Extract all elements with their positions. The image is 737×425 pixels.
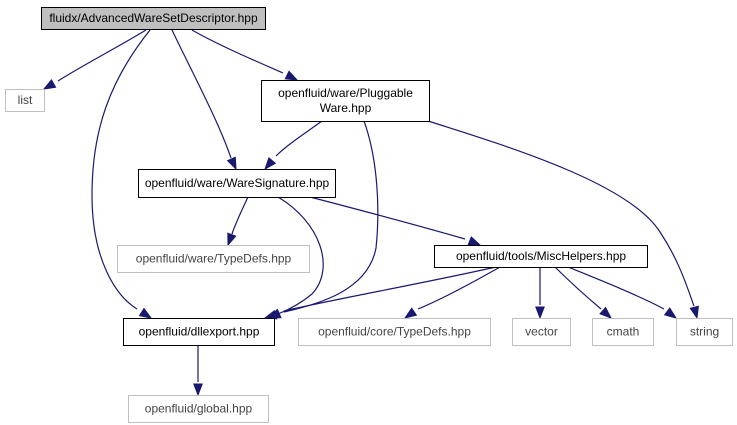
node-label: openfluid/ware/Pluggable	[278, 86, 413, 100]
node-label: openfluid/tools/MiscHelpers.hpp	[456, 249, 626, 263]
edge-advanced-to-pluggable	[191, 29, 299, 81]
arrowhead-icon	[227, 232, 237, 247]
edge-line	[171, 29, 232, 159]
edge-signature-to-waretypedefs	[227, 196, 249, 247]
arrowhead-icon	[193, 383, 203, 397]
node-waretypedefs: openfluid/ware/TypeDefs.hpp	[117, 245, 310, 273]
nodes-layer: fluidx/AdvancedWareSetDescriptor.hpp list…	[5, 7, 733, 423]
edge-line	[283, 120, 379, 313]
node-box	[128, 395, 269, 423]
node-advanced[interactable]: fluidx/AdvancedWareSetDescriptor.hpp	[41, 7, 266, 30]
node-box	[41, 7, 266, 30]
edge-signature-to-mischelpers	[309, 196, 482, 246]
node-cmath: cmath	[592, 318, 654, 346]
node-label: Ware.hpp	[320, 101, 372, 115]
node-label: string	[690, 325, 719, 339]
edge-mischelpers-to-cmath	[554, 266, 613, 319]
edge-line	[554, 266, 602, 310]
node-box	[676, 318, 733, 346]
arrowhead-icon	[267, 308, 282, 319]
edge-mischelpers-to-dllexport	[267, 266, 497, 319]
node-signature[interactable]: openfluid/ware/WareSignature.hpp	[138, 169, 336, 198]
edge-mischelpers-to-vector	[535, 267, 545, 320]
edge-dllexport-to-global	[193, 345, 203, 397]
node-box	[512, 318, 571, 346]
node-box	[123, 318, 275, 346]
edge-line	[275, 120, 323, 157]
edge-pluggable-to-string	[427, 120, 699, 320]
node-list: list	[5, 89, 45, 112]
node-mischelpers[interactable]: openfluid/tools/MiscHelpers.hpp	[434, 245, 648, 268]
node-box	[138, 169, 336, 198]
edge-line	[283, 266, 497, 312]
node-dllexport[interactable]: openfluid/dllexport.hpp	[123, 318, 275, 346]
edge-line	[57, 29, 147, 82]
arrowhead-icon	[284, 70, 299, 81]
edge-advanced-to-dllexport	[91, 29, 153, 319]
edge-mischelpers-to-string	[567, 266, 678, 319]
node-label: openfluid/global.hpp	[145, 402, 253, 416]
edge-advanced-to-list	[42, 29, 147, 90]
node-box	[298, 318, 491, 346]
node-label: openfluid/ware/TypeDefs.hpp	[136, 252, 292, 266]
arrowhead-icon	[42, 79, 57, 90]
arrowhead-icon	[138, 307, 153, 319]
node-label: list	[18, 93, 33, 107]
node-string: string	[676, 318, 733, 346]
edge-mischelpers-to-coretypedefs	[403, 266, 501, 319]
node-label: openfluid/ware/WareSignature.hpp	[145, 176, 330, 190]
edge-line	[91, 29, 151, 310]
edge-advanced-to-signature	[171, 29, 237, 171]
edge-line	[191, 29, 284, 74]
edge-line	[231, 196, 249, 235]
arrowhead-icon	[467, 236, 482, 246]
edge-line	[417, 266, 501, 310]
arrowhead-icon	[535, 306, 545, 320]
node-global: openfluid/global.hpp	[128, 395, 269, 423]
arrowhead-icon	[226, 156, 237, 171]
node-label: cmath	[607, 325, 640, 339]
arrowhead-icon	[599, 306, 613, 319]
arrowhead-icon	[663, 307, 678, 319]
edge-pluggable-to-signature	[264, 120, 323, 171]
node-coretypedefs: openfluid/core/TypeDefs.hpp	[298, 318, 491, 346]
edge-line	[427, 120, 695, 307]
node-box	[592, 318, 654, 346]
edge-pluggable-to-dllexport	[267, 120, 379, 319]
edge-line	[567, 266, 665, 310]
arrowhead-icon	[689, 305, 699, 320]
arrowhead-icon	[403, 307, 418, 319]
node-box	[434, 245, 648, 268]
node-box	[261, 80, 430, 122]
arrowhead-icon	[264, 157, 277, 171]
edge-line	[277, 196, 324, 315]
edges-layer	[42, 29, 699, 397]
node-box	[117, 245, 310, 273]
node-label: fluidx/AdvancedWareSetDescriptor.hpp	[49, 11, 258, 25]
node-label: openfluid/core/TypeDefs.hpp	[318, 325, 471, 339]
node-label: openfluid/dllexport.hpp	[139, 325, 260, 339]
node-box	[5, 89, 45, 112]
node-label: vector	[525, 325, 558, 339]
node-vector: vector	[512, 318, 571, 346]
edge-line	[309, 196, 466, 240]
